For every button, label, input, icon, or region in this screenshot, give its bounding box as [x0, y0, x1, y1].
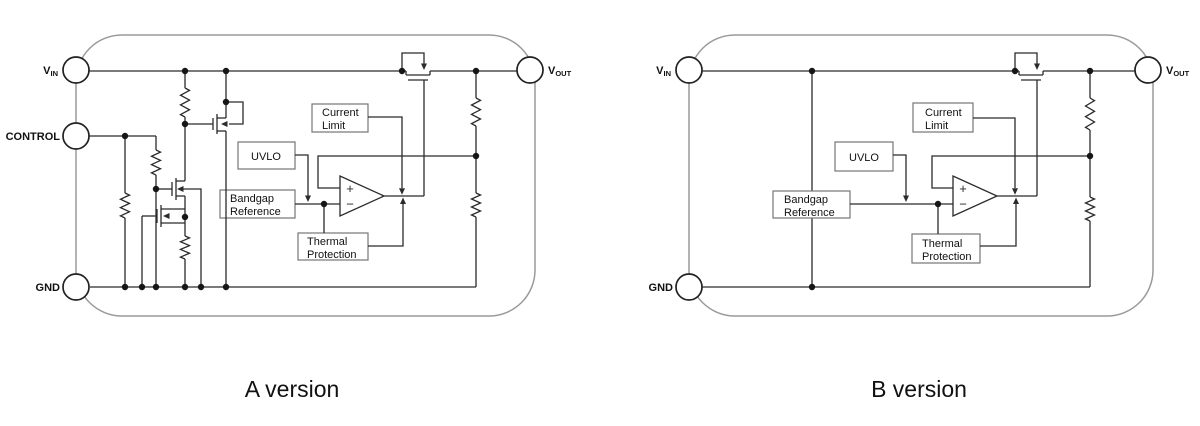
current-limit-label2: Limit	[322, 120, 345, 132]
resistor	[149, 149, 163, 176]
thermal-label2: Protection	[922, 251, 972, 263]
bandgap-label: Bandgap	[230, 193, 274, 205]
pin-label-gnd-a: GND	[36, 282, 61, 294]
block-bandgap-b: Bandgap Reference	[772, 190, 851, 219]
uvlo-box	[834, 141, 894, 172]
diagram-b: Current Limit UVLO Bandgap Reference The…	[649, 34, 1190, 317]
current-limit-label: Current	[925, 107, 962, 119]
bandgap-label2: Reference	[784, 207, 835, 219]
resistor	[178, 235, 192, 260]
resistor	[179, 87, 191, 118]
current-limit-arrow	[1012, 188, 1018, 195]
resistor	[118, 192, 132, 219]
pin-label-gnd-b: GND	[649, 282, 674, 294]
junction-dots-a	[121, 67, 480, 291]
pin-control-a	[62, 122, 90, 150]
block-uvlo-b: UVLO	[834, 141, 894, 172]
pin-vout-a	[516, 56, 544, 84]
control-mosfet-upper-a	[171, 178, 202, 287]
thermal-arrow	[400, 197, 406, 204]
junction-dots-b	[808, 67, 1094, 291]
wires-b	[702, 70, 1135, 288]
uvlo-arrow	[305, 195, 311, 202]
resistor	[469, 192, 483, 218]
resistor	[1083, 196, 1097, 222]
diagram-a: Current Limit UVLO Bandgap Reference The…	[6, 34, 572, 317]
thermal-box	[911, 233, 981, 264]
resistor	[470, 97, 482, 127]
current-limit-label2: Limit	[925, 120, 948, 132]
signal-arrows-b	[903, 188, 1019, 204]
pass-mosfet-b	[1014, 52, 1044, 81]
ic-outline-a	[75, 34, 536, 317]
pin-vout-b	[1134, 56, 1162, 84]
bandgap-label2: Reference	[230, 206, 281, 218]
error-amp-a: + −	[339, 174, 386, 218]
caption-b-version: B version	[871, 376, 967, 402]
current-limit-box	[912, 102, 974, 133]
pin-gnd-a	[62, 273, 90, 301]
pin-label-vin-a: VIN	[43, 65, 58, 78]
ic-outline-b	[688, 34, 1154, 317]
uvlo-arrow	[903, 195, 909, 202]
thermal-label: Thermal	[307, 236, 347, 248]
pin-label-vout-a: VOUT	[548, 65, 572, 78]
thermal-arrow	[1013, 197, 1019, 204]
wires-a	[89, 70, 517, 288]
uvlo-box	[237, 141, 296, 170]
uvlo-label: UVLO	[849, 152, 879, 164]
pin-vin-a	[62, 56, 90, 84]
plus-input-sign: +	[346, 181, 354, 196]
pin-label-control-a: CONTROL	[6, 131, 61, 143]
current-limit-label: Current	[322, 107, 359, 119]
pass-mosfet-a	[401, 52, 431, 81]
bandgap-box	[219, 189, 296, 219]
minus-input-sign: −	[346, 197, 354, 212]
pin-label-vout-b: VOUT	[1166, 65, 1190, 78]
pin-label-vin-b: VIN	[656, 65, 671, 78]
bandgap-box	[772, 190, 851, 219]
block-bandgap-a: Bandgap Reference	[219, 189, 296, 219]
current-limit-arrow	[399, 188, 405, 195]
pin-gnd-b	[675, 273, 703, 301]
thermal-label2: Protection	[307, 249, 357, 261]
block-current-limit-b: Current Limit	[912, 102, 974, 133]
block-thermal-b: Thermal Protection	[911, 233, 981, 264]
opamp-triangle	[952, 174, 999, 218]
signal-arrows-a	[305, 188, 406, 204]
caption-a-version: A version	[245, 376, 340, 402]
block-uvlo-a: UVLO	[237, 141, 296, 170]
pin-vin-b	[675, 56, 703, 84]
bias-mosfet-a	[212, 114, 228, 134]
current-limit-box	[311, 103, 369, 133]
block-current-limit-a: Current Limit	[311, 103, 369, 133]
uvlo-label: UVLO	[251, 151, 281, 163]
plus-input-sign: +	[959, 181, 967, 196]
resistor	[1084, 97, 1096, 131]
minus-input-sign: −	[959, 197, 967, 212]
bandgap-label: Bandgap	[784, 194, 828, 206]
control-mosfet-lower-a	[156, 205, 185, 227]
block-thermal-a: Thermal Protection	[297, 232, 369, 261]
error-amp-b: + −	[952, 174, 999, 218]
opamp-triangle	[339, 174, 386, 218]
thermal-label: Thermal	[922, 238, 962, 250]
